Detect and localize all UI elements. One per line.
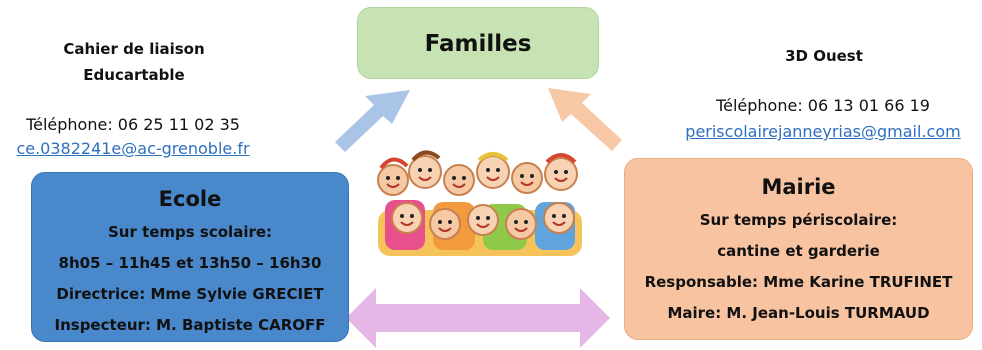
arrow-ecole-mairie: [346, 288, 610, 348]
left-info-phone: Téléphone: 06 25 11 02 35: [26, 115, 240, 134]
mairie-title: Mairie: [761, 175, 836, 199]
left-info-contact: Téléphone: 06 25 11 02 35 ce.0382241e@ac…: [0, 113, 266, 161]
ecole-line-3: Directrice: Mme Sylvie GRECIET: [56, 285, 324, 303]
ecole-line-1: Sur temps scolaire:: [107, 223, 273, 241]
children-cartoon-icon: [377, 150, 582, 256]
familles-box: Familles: [357, 7, 599, 79]
left-info-line2: Educartable: [83, 66, 185, 84]
left-info-email-link[interactable]: ce.0382241e@ac-grenoble.fr: [16, 139, 250, 158]
ecole-title: Ecole: [158, 187, 222, 211]
mairie-line-1: Sur temps périscolaire:: [699, 211, 898, 229]
familles-title: Familles: [424, 31, 532, 57]
mairie-box: Mairie Sur temps périscolaire: cantine e…: [624, 158, 973, 340]
ecole-box: Ecole Sur temps scolaire: 8h05 – 11h45 e…: [31, 172, 349, 342]
mairie-line-3: Responsable: Mme Karine TRUFINET: [644, 273, 953, 291]
right-info-name: 3D Ouest: [785, 47, 863, 65]
arrow-familles-ecole: [335, 90, 410, 152]
right-info-email-link[interactable]: periscolairejanneyrias@gmail.com: [685, 122, 961, 141]
children-illustration: [377, 150, 582, 256]
mairie-line-4: Maire: M. Jean-Louis TURMAUD: [667, 304, 930, 322]
right-info-phone: Téléphone: 06 13 01 66 19: [716, 96, 930, 115]
ecole-line-4: Inspecteur: M. Baptiste CAROFF: [54, 316, 326, 334]
left-info-heading: Cahier de liaison Educartable: [40, 36, 228, 88]
left-info-line1: Cahier de liaison: [63, 40, 205, 58]
mairie-line-2: cantine et garderie: [717, 242, 880, 260]
arrow-familles-mairie: [548, 88, 622, 151]
ecole-line-2: 8h05 – 11h45 et 13h50 – 16h30: [58, 254, 322, 272]
right-info-contact: Téléphone: 06 13 01 66 19 periscolaireja…: [664, 93, 982, 145]
